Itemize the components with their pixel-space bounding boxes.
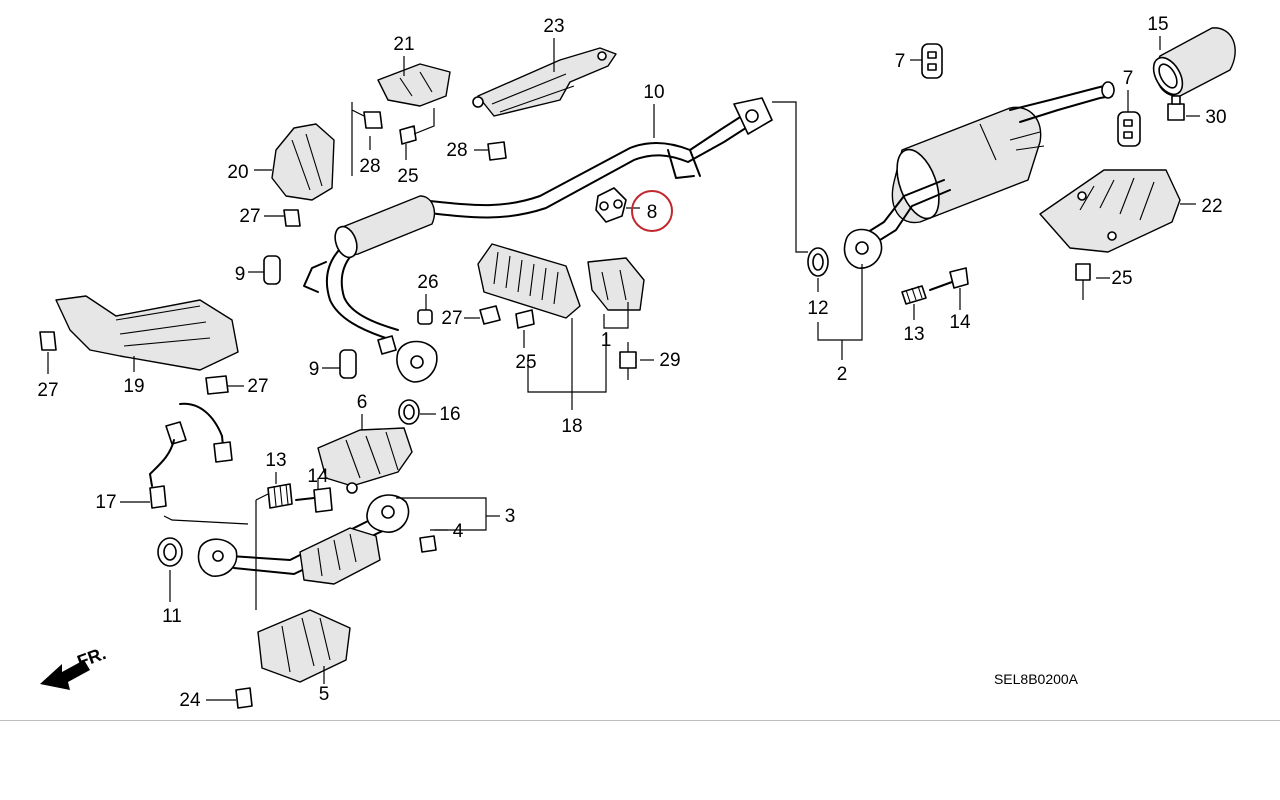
callout-28-right: 28 — [446, 140, 467, 161]
callout-25-upper: 25 — [397, 166, 418, 187]
clip-27-mid — [205, 375, 229, 395]
callout-13-right: 13 — [903, 324, 924, 345]
rubber-mount-7-right — [1117, 111, 1141, 147]
callout-27-upper: 27 — [239, 206, 260, 227]
pipe-finisher — [1152, 27, 1236, 97]
callout-27-mid: 27 — [247, 376, 268, 397]
muffler — [843, 81, 1115, 269]
clip-27-left — [39, 331, 57, 351]
nut-4 — [419, 535, 437, 553]
callout-1: 1 — [601, 330, 612, 351]
callout-8: 8 — [647, 202, 658, 223]
callout-27-center: 27 — [441, 308, 462, 329]
callout-26: 26 — [417, 272, 438, 293]
callout-28-left: 28 — [359, 156, 380, 177]
callout-7-top: 7 — [895, 51, 906, 72]
callout-10: 10 — [643, 82, 664, 103]
callout-22: 22 — [1201, 196, 1222, 217]
callout-12: 12 — [807, 298, 828, 319]
gasket-11 — [157, 537, 183, 567]
oxygen-sensor-17 — [149, 402, 233, 509]
callout-25-center: 25 — [515, 352, 536, 373]
bolt-25-right — [1075, 263, 1091, 300]
bolt-14-left — [295, 487, 333, 513]
callout-9-upper: 9 — [235, 264, 246, 285]
callout-3: 3 — [505, 506, 516, 527]
clip-27-upper — [283, 209, 301, 227]
callout-20: 20 — [227, 162, 248, 183]
highlight-ring — [631, 190, 673, 232]
rubber-mount-9-lower — [339, 349, 357, 379]
bolt-25-center — [515, 309, 535, 329]
callout-29: 29 — [659, 350, 680, 371]
front-pipe-3 — [197, 494, 410, 585]
callout-13-left: 13 — [265, 450, 286, 471]
front-arrow-icon: FR. — [40, 643, 109, 690]
callout-2: 2 — [837, 364, 848, 385]
callout-11: 11 — [162, 606, 182, 627]
exhaust-parts-diagram: FR. 23 21 10 28 25 28 20 27 9 26 27 8 1 … — [0, 14, 1280, 721]
bolt-24 — [235, 687, 253, 709]
callout-14-right: 14 — [949, 312, 971, 333]
clip-27-center — [479, 305, 501, 325]
gasket-16 — [398, 399, 420, 425]
callout-14-left: 14 — [307, 466, 329, 487]
heat-shield-23 — [472, 47, 617, 117]
front-marker-label: FR. — [75, 643, 109, 672]
callout-17: 17 — [95, 492, 116, 513]
heat-shield-19 — [55, 295, 239, 371]
heat-shield-22 — [1039, 169, 1181, 253]
callout-21: 21 — [393, 34, 414, 55]
bracket-1 — [587, 257, 645, 311]
callout-9-lower: 9 — [309, 359, 320, 380]
exhaust-pipe-b — [303, 97, 773, 383]
callout-16: 16 — [439, 404, 460, 425]
rubber-mount-9-upper — [263, 255, 281, 285]
gasket-12 — [807, 247, 829, 277]
rubber-hanger-8 — [595, 187, 627, 223]
diagram-code: SEL8B0200A — [994, 671, 1079, 687]
callout-19: 19 — [123, 376, 144, 397]
rubber-mount-7-top — [921, 43, 943, 79]
callout-7-right: 7 — [1123, 68, 1134, 89]
bolt-29 — [619, 342, 637, 380]
heat-shield-21 — [377, 63, 451, 107]
heat-shield-5 — [257, 609, 351, 683]
callout-6: 6 — [357, 392, 368, 413]
bolt-25-upper — [399, 125, 417, 145]
callout-4: 4 — [453, 521, 464, 542]
spring-13-right — [901, 285, 927, 305]
callout-30: 30 — [1205, 107, 1226, 128]
callout-18: 18 — [561, 416, 582, 437]
callout-24: 24 — [179, 690, 201, 711]
callout-27-left: 27 — [37, 380, 58, 401]
catalytic-converter-6 — [317, 427, 413, 494]
callout-5: 5 — [319, 684, 330, 705]
diagram-canvas: FR. 23 21 10 28 25 28 20 27 9 26 27 8 1 … — [37, 14, 1236, 711]
spring-13-left — [267, 483, 293, 509]
callout-15: 15 — [1147, 14, 1168, 35]
leader-lines — [47, 36, 1200, 701]
callout-23: 23 — [543, 16, 564, 37]
bolt-14-right — [929, 267, 969, 291]
bolt-28-left — [363, 111, 383, 129]
bolt-28-right — [487, 141, 507, 161]
bolt-30 — [1167, 95, 1185, 121]
heat-shield-18 — [477, 243, 581, 319]
callout-25-right: 25 — [1111, 268, 1132, 289]
heat-shield-20 — [271, 123, 335, 201]
nut-26 — [417, 309, 433, 325]
